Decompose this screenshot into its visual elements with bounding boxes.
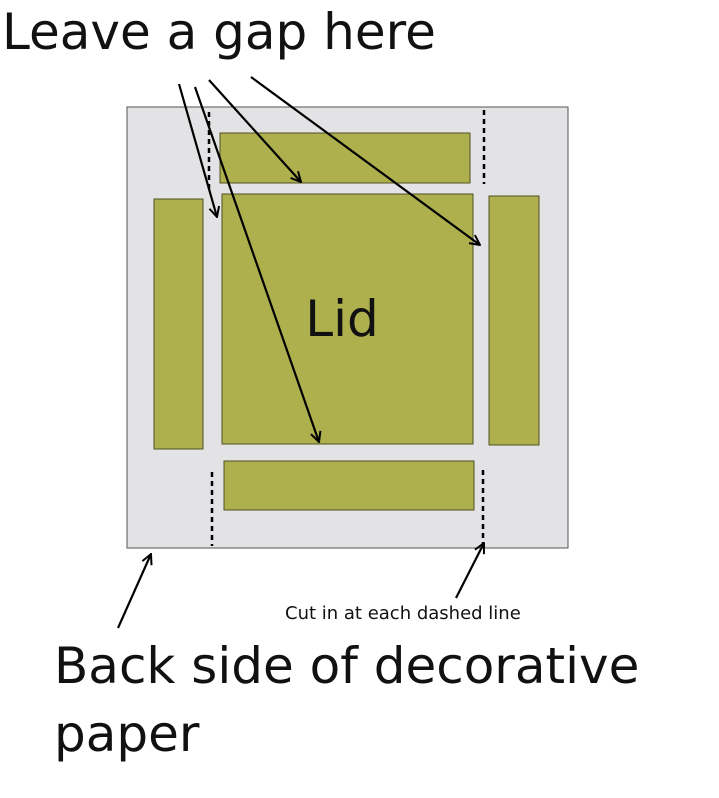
gap-note: Leave a gap here bbox=[2, 3, 436, 61]
gap-arrow-left-flap bbox=[177, 83, 217, 217]
paper-label-line2: paper bbox=[54, 705, 200, 763]
lid-label: Lid bbox=[305, 290, 379, 348]
cut-arrow bbox=[455, 543, 484, 599]
gap-arrow-top-flap bbox=[208, 79, 301, 182]
cut-note: Cut in at each dashed line bbox=[285, 603, 521, 624]
gap-arrow-bottom-flap bbox=[193, 86, 319, 442]
bottom-flap bbox=[223, 460, 475, 511]
top-flap bbox=[219, 132, 471, 184]
paper-label-line1: Back side of decorative bbox=[54, 637, 639, 695]
right-flap bbox=[488, 195, 540, 446]
left-flap bbox=[153, 198, 204, 450]
paper-arrow bbox=[116, 554, 151, 629]
lid-panel bbox=[221, 193, 474, 445]
gap-arrow-right-flap bbox=[250, 76, 480, 245]
